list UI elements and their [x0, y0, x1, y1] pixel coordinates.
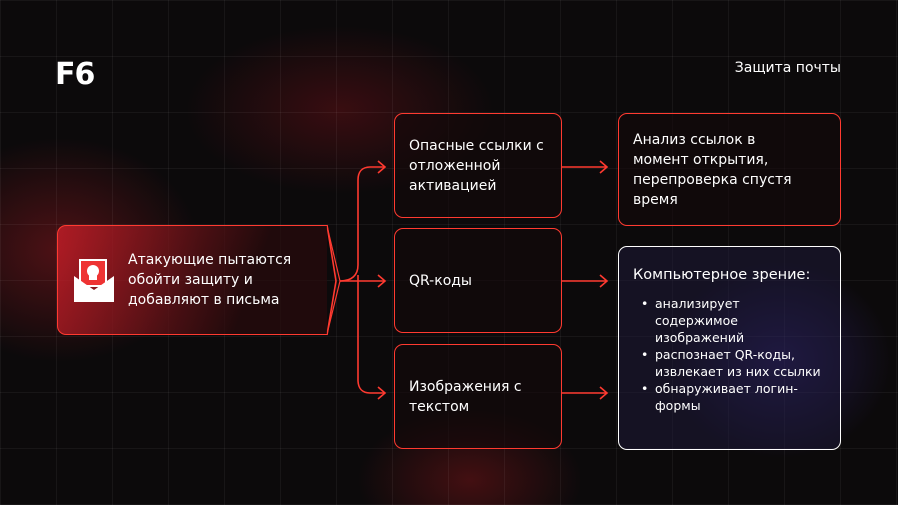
arrow-2 [562, 274, 609, 288]
threat-label: QR-коды [409, 272, 472, 289]
envelope-skull-icon [74, 259, 114, 302]
section-title: Защита почты [734, 60, 841, 76]
list-item: распознает QR-коды, извлекает из них ссы… [633, 346, 826, 380]
list-item: анализирует содержимое изображений [633, 295, 826, 346]
threat-box-links: Опасные ссылки с отложенной активацией [394, 113, 562, 218]
defense-label: Анализ ссылок в момент открытия, перепро… [633, 131, 792, 208]
source-text: Атакующие пытаются обойти защиту и добав… [128, 252, 292, 308]
threat-box-images: Изображения с текстом [394, 344, 562, 449]
threat-label: Изображения с текстом [409, 378, 522, 415]
defense-box-computer-vision: Компьютерное зрение: анализирует содержи… [618, 246, 841, 450]
arrow-3 [562, 386, 609, 400]
threat-label: Опасные ссылки с отложенной активацией [409, 137, 544, 194]
source-box: Атакующие пытаются обойти защиту и добав… [57, 225, 327, 335]
branch-line [339, 166, 384, 282]
source-box-arrow-edge [326, 224, 337, 336]
defense-box-link-analysis: Анализ ссылок в момент открытия, перепро… [618, 113, 841, 226]
arrow-1 [562, 160, 609, 174]
defense-list: анализирует содержимое изображений распо… [633, 295, 826, 414]
list-item: обнаруживает логин-формы [633, 380, 826, 414]
logo: F6 [55, 57, 95, 92]
defense-title: Компьютерное зрение: [633, 267, 811, 283]
threat-box-qr: QR-коды [394, 228, 562, 333]
